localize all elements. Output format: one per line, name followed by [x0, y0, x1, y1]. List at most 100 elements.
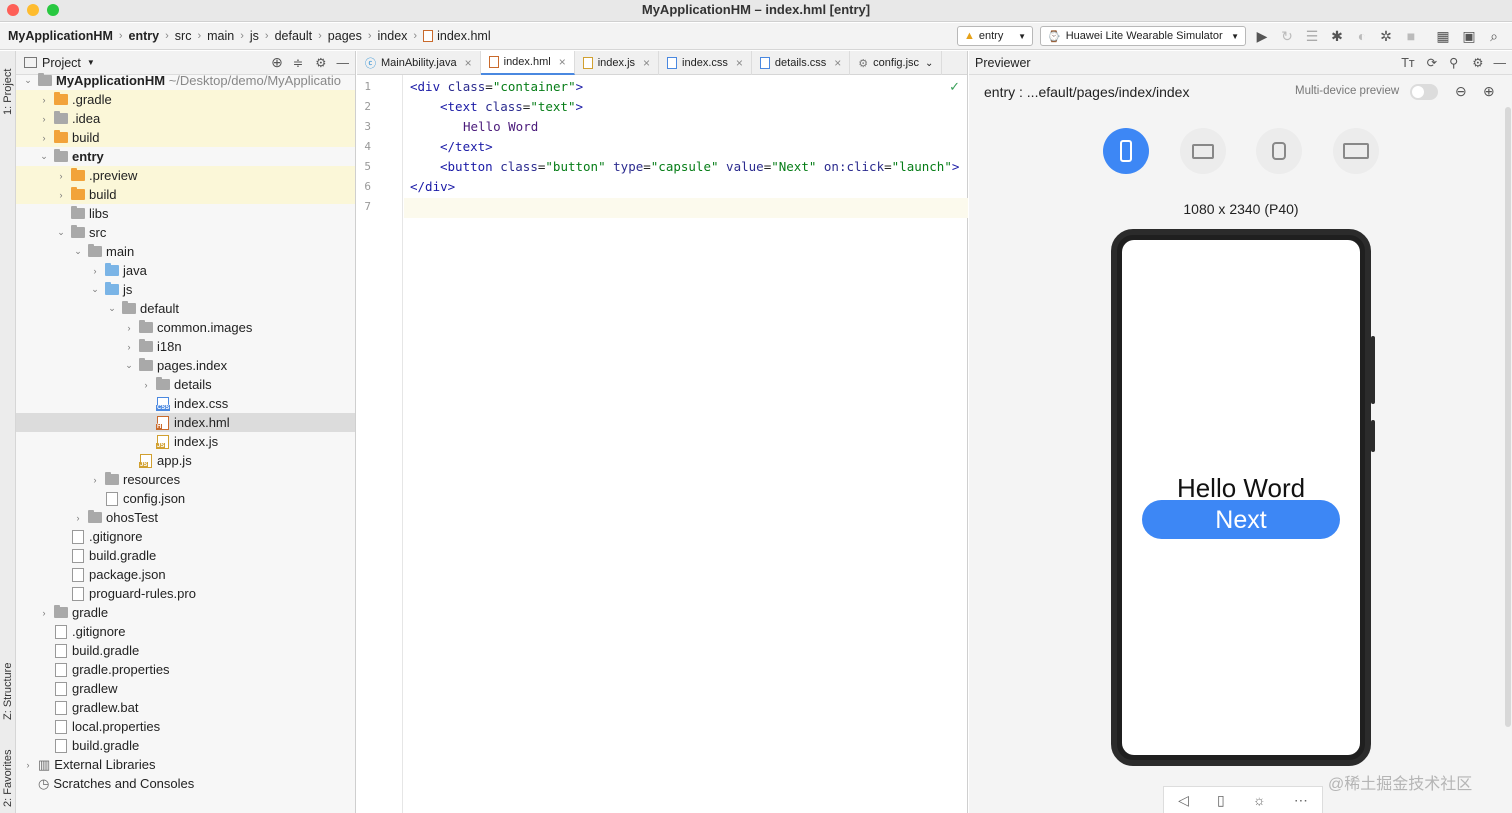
gear-icon[interactable]: ⚙ — [315, 56, 327, 70]
back-icon[interactable]: ◁ — [1178, 791, 1189, 808]
breadcrumb-item[interactable]: index› — [377, 29, 418, 43]
tree-item[interactable]: package.json — [16, 565, 355, 584]
project-tool-tab[interactable]: 1: Project — [2, 68, 14, 116]
tree-item[interactable]: .gitignore — [16, 622, 355, 641]
tree-item[interactable]: ›ohosTest — [16, 508, 355, 527]
code-area[interactable]: <div class="container"> <text class="tex… — [404, 75, 968, 813]
app-next-button[interactable]: Next — [1142, 500, 1340, 539]
breadcrumb-item[interactable]: MyApplicationHM› — [8, 29, 123, 43]
tree-item[interactable]: gradlew.bat — [16, 698, 355, 717]
tree-item[interactable]: proguard-rules.pro — [16, 584, 355, 603]
breadcrumb-item[interactable]: main› — [207, 29, 244, 43]
tree-item[interactable]: ›.idea — [16, 109, 355, 128]
locate-icon[interactable]: ⊕ — [271, 54, 283, 70]
code-line-2[interactable]: <text class="text"> — [440, 99, 584, 114]
tree-item[interactable]: ›build — [16, 128, 355, 147]
tab-details-css[interactable]: details.css× — [752, 51, 851, 75]
tree-item[interactable]: build.gradle — [16, 736, 355, 755]
project-structure-icon[interactable]: ▦ — [1436, 27, 1450, 44]
tab-index-js[interactable]: index.js× — [575, 51, 660, 75]
phone-screen[interactable]: Hello Word Next — [1122, 240, 1360, 755]
tree-item[interactable]: ›.gradle — [16, 90, 355, 109]
hide-icon[interactable]: — — [1493, 55, 1507, 70]
attach-icon[interactable]: ◐ — [1357, 28, 1367, 44]
tree-item[interactable]: ›i18n — [16, 337, 355, 356]
breadcrumb-item[interactable]: js› — [249, 29, 269, 43]
tab-config-json[interactable]: ⚙config.jsc⌄ — [850, 51, 943, 75]
tree-item[interactable]: build.gradle — [16, 641, 355, 660]
module-select[interactable]: ▲ entry ▼ — [957, 26, 1033, 46]
structure-tool-tab[interactable]: Z: Structure — [2, 662, 14, 720]
minimize-window-button[interactable] — [27, 4, 39, 16]
tree-item[interactable]: ›gradle — [16, 603, 355, 622]
hide-icon[interactable]: — — [336, 55, 350, 70]
tree-item[interactable]: gradlew — [16, 679, 355, 698]
breadcrumb-item[interactable]: pages› — [327, 29, 372, 43]
font-size-icon[interactable]: Tт — [1401, 55, 1415, 70]
close-icon[interactable]: × — [464, 56, 472, 70]
breadcrumb-item[interactable]: default› — [274, 29, 322, 43]
multi-device-toggle[interactable] — [1410, 84, 1438, 100]
profiler-icon[interactable]: ✲ — [1380, 27, 1392, 44]
tree-item[interactable]: local.properties — [16, 717, 355, 736]
rerun-icon[interactable]: ↻ — [1281, 27, 1293, 44]
filter-icon[interactable]: ⚲ — [1449, 56, 1459, 70]
chevron-down-icon[interactable]: ▼ — [86, 58, 95, 67]
breadcrumb-item[interactable]: src› — [174, 29, 202, 43]
breadcrumb-item[interactable]: entry› — [128, 29, 169, 43]
tree-item[interactable]: ›.preview — [16, 166, 355, 185]
tree-item[interactable]: ⌄entry — [16, 147, 355, 166]
close-icon[interactable]: × — [558, 55, 566, 69]
code-line-3[interactable]: Hello Word — [463, 119, 539, 134]
stop-icon[interactable]: ■ — [1406, 28, 1416, 44]
device-tablet-button[interactable] — [1180, 128, 1226, 174]
code-line-1[interactable]: <div class="container"> — [410, 79, 584, 94]
tree-item[interactable]: .gitignore — [16, 527, 355, 546]
debug-icon[interactable]: ✱ — [1331, 27, 1343, 44]
close-icon[interactable]: × — [834, 56, 842, 70]
close-icon[interactable]: × — [735, 56, 743, 70]
favorites-tool-tab[interactable]: 2: Favorites — [2, 749, 14, 808]
brightness-icon[interactable]: ☼ — [1252, 792, 1266, 808]
tree-item[interactable]: ⌄main — [16, 242, 355, 261]
close-window-button[interactable] — [7, 4, 19, 16]
more-icon[interactable]: ⋯ — [1293, 791, 1308, 808]
tab-index-css[interactable]: index.css× — [659, 51, 752, 75]
tree-item[interactable]: ⌄js — [16, 280, 355, 299]
collapse-icon[interactable]: ≑ — [292, 56, 304, 70]
device-select[interactable]: ⌚ Huawei Lite Wearable Simulator ▼ — [1040, 26, 1246, 46]
tree-item[interactable]: gradle.properties — [16, 660, 355, 679]
tree-item[interactable]: ›build — [16, 185, 355, 204]
tree-item[interactable]: ›resources — [16, 470, 355, 489]
run-icon[interactable]: ▶ — [1256, 27, 1268, 44]
tree-item[interactable]: ›details — [16, 375, 355, 394]
tree-item[interactable]: ›▥External Libraries — [16, 755, 355, 774]
code-line-6[interactable]: </div> — [410, 179, 456, 194]
close-icon[interactable]: × — [643, 56, 651, 70]
device-phone-button[interactable] — [1103, 128, 1149, 174]
zoom-in-icon[interactable]: ⊕ — [1483, 83, 1495, 99]
device-watch-button[interactable] — [1256, 128, 1302, 174]
tab-index-hml[interactable]: index.hml× — [480, 51, 575, 75]
code-line-5[interactable]: <button class="button" type="capsule" va… — [440, 159, 960, 174]
tree-item-root[interactable]: ⌄ MyApplicationHM ~/Desktop/demo/MyAppli… — [16, 71, 355, 90]
search-icon[interactable]: ⌕ — [1490, 27, 1498, 44]
tabs-overflow-icon[interactable]: ⌄ — [925, 57, 934, 69]
tree-item[interactable]: ›java — [16, 261, 355, 280]
list-icon[interactable]: ☰ — [1305, 27, 1319, 44]
zoom-window-button[interactable] — [47, 4, 59, 16]
tree-item[interactable]: ⌄pages.index — [16, 356, 355, 375]
breadcrumb-item[interactable]: index.hml — [423, 29, 491, 43]
window-controls[interactable] — [7, 4, 59, 16]
tree-item[interactable]: ◷Scratches and Consoles — [38, 775, 195, 792]
zoom-out-icon[interactable]: ⊖ — [1455, 83, 1467, 99]
tree-item[interactable]: ⌄default — [16, 299, 355, 318]
tree-item[interactable]: libs — [16, 204, 355, 223]
tree-item[interactable]: config.json — [16, 489, 355, 508]
tree-item[interactable]: build.gradle — [16, 546, 355, 565]
rotate-icon[interactable]: ▯ — [1217, 791, 1225, 808]
